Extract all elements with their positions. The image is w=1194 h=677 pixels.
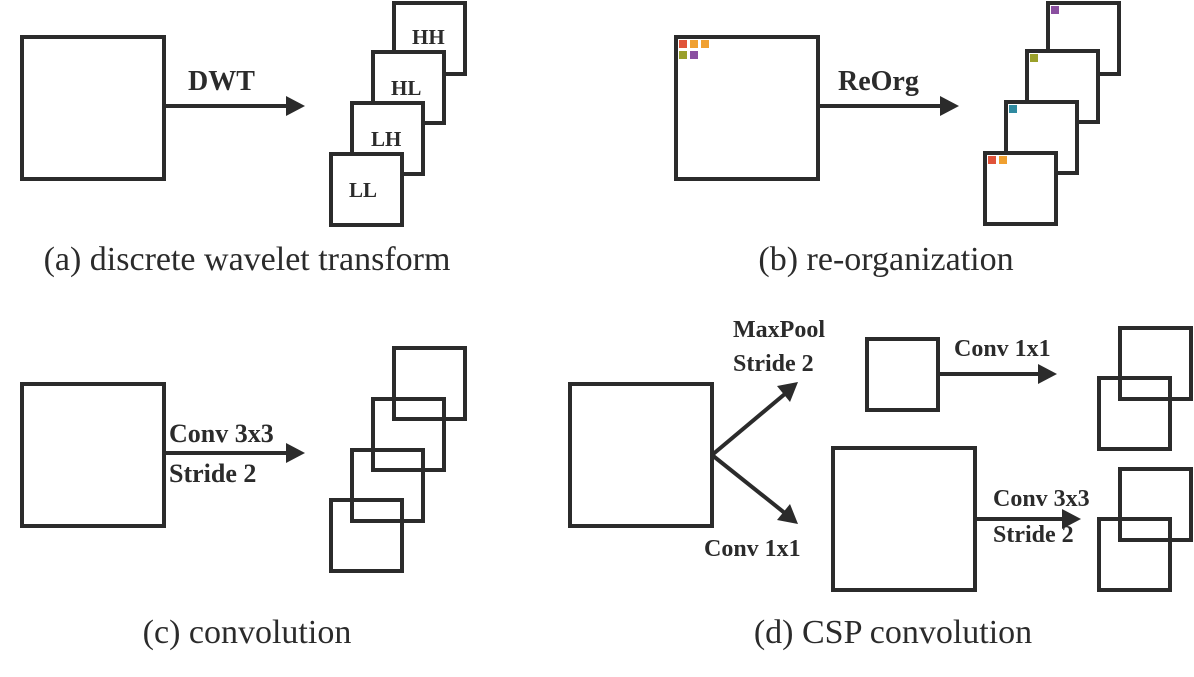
maxpool-label-line1: MaxPool xyxy=(733,317,825,343)
top-conv-label: Conv 1x1 xyxy=(954,336,1051,362)
conv-output-box-1 xyxy=(329,498,404,573)
subband-lh-label: LH xyxy=(371,127,401,151)
conv1x1-label: Conv 1x1 xyxy=(704,536,801,562)
reorg-label: ReOrg xyxy=(838,66,919,97)
input-feature-map xyxy=(20,382,166,528)
conv1x1-arrow-head xyxy=(777,504,798,524)
conv1x1-arrow-shaft xyxy=(710,453,788,516)
conv1x1-feature-map xyxy=(831,446,977,592)
pixel-orange xyxy=(690,40,698,48)
bottom-conv-label-line1: Conv 3x3 xyxy=(993,486,1090,512)
top-conv-arrow-head xyxy=(1038,364,1057,384)
bottom-conv-label-line2: Stride 2 xyxy=(993,522,1074,548)
pixel-teal xyxy=(1009,105,1017,113)
caption-a: (a) discrete wavelet transform xyxy=(44,241,451,278)
caption-d: (d) CSP convolution xyxy=(754,614,1032,651)
reorg-arrow-head xyxy=(940,96,959,116)
top-output-box-2 xyxy=(1118,326,1193,401)
dwt-arrow-head xyxy=(286,96,305,116)
subband-hh-label: HH xyxy=(412,25,445,49)
pixel-orange xyxy=(701,40,709,48)
conv-arrow-head xyxy=(286,443,305,463)
reorg-output-box-1 xyxy=(983,151,1058,226)
subband-hl-label: HL xyxy=(391,76,421,100)
top-output-box-1 xyxy=(1097,376,1172,451)
bottom-output-box-1 xyxy=(1097,517,1172,592)
bottom-output-box-2 xyxy=(1118,467,1193,542)
pooled-feature-map xyxy=(865,337,940,412)
conv-label-line2: Stride 2 xyxy=(169,459,256,488)
panel-c: Conv 3x3 Stride 2 (c) convolution xyxy=(20,346,467,651)
conv-output-box-2 xyxy=(350,448,425,523)
subband-ll-label: LL xyxy=(349,178,377,202)
maxpool-arrow-shaft xyxy=(710,391,788,457)
conv-output-box-3 xyxy=(371,397,446,472)
dwt-label: DWT xyxy=(188,66,255,97)
caption-b: (b) re-organization xyxy=(758,241,1013,278)
panel-a: DWT HH HL LH LL (a) discrete wavelet tra… xyxy=(20,1,467,278)
maxpool-arrow-head xyxy=(777,382,798,402)
pixel-purple xyxy=(690,51,698,59)
pixel-purple xyxy=(1051,6,1059,14)
pixel-olive xyxy=(1030,54,1038,62)
maxpool-label-line2: Stride 2 xyxy=(733,351,814,377)
conv-label-line1: Conv 3x3 xyxy=(169,419,274,448)
caption-c: (c) convolution xyxy=(143,614,352,651)
pixel-red xyxy=(679,40,687,48)
input-feature-map xyxy=(20,35,166,181)
pixel-orange xyxy=(999,156,1007,164)
panel-b: ReOrg (b) re-organization xyxy=(674,1,1121,278)
panel-d: MaxPool Stride 2 Conv 1x1 Conv 1x1 Conv … xyxy=(568,317,1193,651)
bottom-conv-arrow-head xyxy=(1062,509,1081,529)
input-feature-map xyxy=(568,382,714,528)
pixel-red xyxy=(988,156,996,164)
pixel-olive xyxy=(679,51,687,59)
conv-output-box-4 xyxy=(392,346,467,421)
subband-ll-box xyxy=(329,152,404,227)
